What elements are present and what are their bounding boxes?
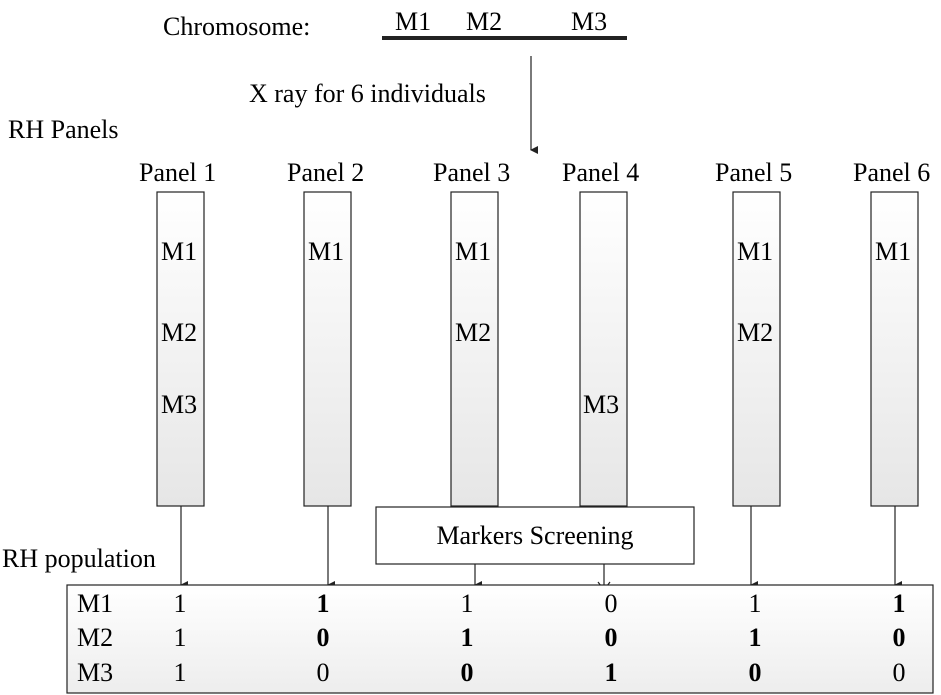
chromosome-marker-m3: M3 bbox=[571, 7, 607, 36]
panels-heading: RH Panels bbox=[8, 115, 119, 144]
panel-1-marker-m1: M1 bbox=[161, 237, 197, 266]
row-m3-panel-2: 0 bbox=[317, 658, 330, 687]
population-table bbox=[66, 584, 934, 694]
population-label: RH population bbox=[2, 544, 156, 573]
panel-3-title: Panel 3 bbox=[433, 158, 510, 187]
panel-1-marker-m3: M3 bbox=[161, 390, 197, 419]
panel-4-column bbox=[579, 191, 628, 507]
panel-6-marker-m1: M1 bbox=[875, 237, 911, 266]
panel-5-marker-m1: M1 bbox=[737, 237, 773, 266]
row-m2-panel-6: 0 bbox=[893, 623, 906, 652]
row-m3-panel-4: 1 bbox=[605, 658, 618, 687]
panel-3-marker-m1: M1 bbox=[455, 237, 491, 266]
panel-2-marker-m1: M1 bbox=[308, 237, 344, 266]
panel-5-title: Panel 5 bbox=[715, 158, 792, 187]
panel-1-column bbox=[156, 191, 205, 507]
markers-screening-label: Markers Screening bbox=[436, 521, 633, 550]
row-m1-panel-4: 0 bbox=[605, 589, 618, 618]
row-m1-panel-1: 1 bbox=[174, 589, 187, 618]
panel-2-column bbox=[303, 191, 352, 507]
row-m2-panel-1: 1 bbox=[174, 623, 187, 652]
panel-5-marker-m2: M2 bbox=[737, 318, 773, 347]
chromosome-label: Chromosome: bbox=[163, 12, 310, 41]
row-m1-panel-5: 1 bbox=[749, 589, 762, 618]
row-m3-panel-3: 0 bbox=[461, 658, 474, 687]
row-m1-panel-2: 1 bbox=[317, 589, 330, 618]
markers-screening-box bbox=[375, 506, 695, 565]
row-m3-panel-6: 0 bbox=[893, 658, 906, 687]
panel-2-title: Panel 2 bbox=[287, 158, 364, 187]
row-m2-panel-5: 1 bbox=[749, 623, 762, 652]
row-m1-panel-3: 1 bbox=[461, 589, 474, 618]
panel-4-title: Panel 4 bbox=[562, 158, 639, 187]
row-m3-panel-1: 1 bbox=[174, 658, 187, 687]
chromosome-marker-m2: M2 bbox=[466, 7, 502, 36]
xray-label: X ray for 6 individuals bbox=[249, 79, 486, 108]
panel-1-marker-m2: M2 bbox=[161, 318, 197, 347]
panel-1-title: Panel 1 bbox=[139, 158, 216, 187]
chromosome-marker-m1: M1 bbox=[395, 7, 431, 36]
row-m1-marker: M1 bbox=[77, 589, 113, 618]
panel-5-column bbox=[732, 191, 781, 507]
row-m1-panel-6: 1 bbox=[893, 589, 906, 618]
row-m3-panel-5: 0 bbox=[749, 658, 762, 687]
panel-3-marker-m2: M2 bbox=[455, 318, 491, 347]
panel-6-column bbox=[870, 191, 919, 507]
row-m2-panel-2: 0 bbox=[317, 623, 330, 652]
panel-4-marker-m3: M3 bbox=[583, 390, 619, 419]
row-m2-marker: M2 bbox=[77, 623, 113, 652]
row-m3-marker: M3 bbox=[77, 658, 113, 687]
row-m2-panel-4: 0 bbox=[605, 623, 618, 652]
panel-6-title: Panel 6 bbox=[853, 158, 930, 187]
panel-3-column bbox=[450, 191, 499, 507]
row-m2-panel-3: 1 bbox=[461, 623, 474, 652]
